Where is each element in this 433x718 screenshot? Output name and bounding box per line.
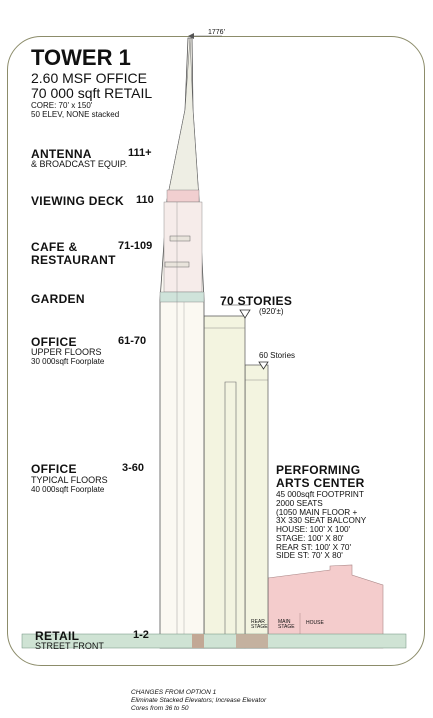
retail-area: 70 000 sqft RETAIL — [31, 85, 153, 101]
rounded-frame — [7, 36, 425, 666]
stories-70-height: (920'±) — [259, 307, 284, 316]
height-top-label: 1776' — [208, 29, 225, 36]
viewing-deck-label: VIEWING DECK — [31, 194, 124, 208]
cafe-floors: 71-109 — [118, 240, 153, 252]
pac-house: HOUSE — [306, 620, 324, 626]
stories-70-label: 70 STORIES — [220, 294, 293, 308]
pac-title-1: PERFORMING — [276, 463, 361, 477]
building-70-stories — [203, 315, 246, 649]
tower-antenna-facet — [166, 37, 200, 201]
office-typical-sub2: 40 000sqft Foorplate — [31, 485, 105, 494]
office-typical-sub1: TYPICAL FLOORS — [31, 475, 108, 485]
height-marker-arrow — [188, 33, 194, 39]
tower-title: TOWER 1 — [31, 45, 131, 70]
ground-tower-base — [192, 634, 204, 648]
cafe-section — [163, 201, 203, 293]
ground-pac-base — [236, 634, 268, 648]
office-upper-label: OFFICE — [31, 335, 77, 349]
building-60-stories — [244, 364, 269, 649]
triangle-60-stories — [258, 361, 269, 370]
changes-title: CHANGES FROM OPTION 1 — [131, 689, 217, 696]
garden-label: GARDEN — [31, 292, 85, 306]
office-typical-label: OFFICE — [31, 462, 77, 476]
office-upper-sub2: 30 000sqft Foorplate — [31, 357, 105, 366]
restaurant-label: RESTAURANT — [31, 253, 116, 267]
pac-title-2: ARTS CENTER — [276, 476, 365, 490]
viewing-deck-floors: 110 — [136, 194, 154, 206]
changes-line-1: Eliminate Stacked Elevators; Increase El… — [131, 697, 267, 704]
antenna-sub: & BROADCAST EQUIP. — [31, 159, 128, 169]
cafe-ledge-upper — [169, 235, 191, 242]
viewing-deck-band — [166, 189, 200, 203]
office-typical-floors: 3-60 — [122, 462, 145, 474]
office-upper-sub1: UPPER FLOORS — [31, 347, 102, 357]
triangle-70-stories — [239, 309, 251, 319]
ground-strip — [21, 633, 407, 649]
pac-details: 45 000sqft FOOTPRINT 2000 SEATS (1050 MA… — [276, 490, 367, 561]
pac-main-stage: MAIN STAGE — [278, 619, 295, 631]
cafe-label: CAFE & — [31, 240, 78, 254]
antenna-floors: 111+ — [128, 147, 152, 159]
antenna-label: ANTENNA — [31, 147, 92, 161]
building-70-setback — [224, 381, 237, 648]
pac-building — [267, 564, 384, 649]
office-area: 2.60 MSF OFFICE — [31, 70, 147, 86]
garden-band — [159, 291, 205, 303]
retail-floors: 1-2 — [133, 629, 149, 641]
pac-rear-stage: REAR STAGE — [251, 619, 268, 631]
office-upper-floors: 61-70 — [118, 335, 147, 347]
elevator-count: 50 ELEV, NONE stacked — [31, 110, 120, 119]
retail-sub: STREET FRONT — [35, 641, 104, 651]
stories-60-label: 60 Stories — [259, 351, 296, 360]
retail-label: RETAIL — [35, 629, 80, 643]
core-size: CORE: 70' x 150' — [31, 101, 93, 110]
changes-line-2: Cores from 36 to 50 — [131, 705, 189, 712]
